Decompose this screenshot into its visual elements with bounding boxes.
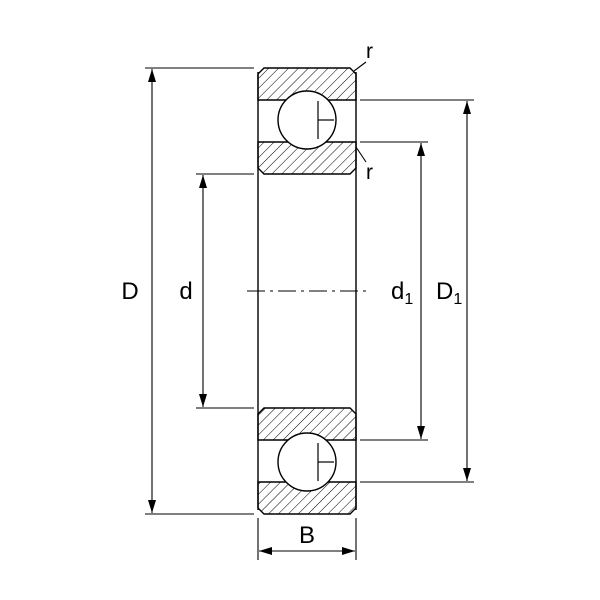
dimension-d1: d1 [360,141,428,441]
dimension-label-B: B [299,522,315,549]
dimension-label-d: d [179,278,192,305]
chamfer-label-r-outer: r [366,40,373,63]
ball-top [277,90,337,150]
inner-ring-top-section [257,141,357,175]
cage-top [317,101,334,139]
chamfer-labels: r r [353,40,373,184]
dimension-D: D [121,67,254,515]
dimension-D1: D1 [360,99,474,483]
inner-ring-bottom-section [257,407,357,441]
dimension-B: B [257,518,357,560]
outer-ring-bottom-section [257,481,357,515]
dimension-label-D: D [121,278,138,305]
bearing-cross-section [247,67,369,515]
cage-bottom [317,443,334,481]
outer-ring-top-section [257,67,357,101]
ball-bottom [277,432,337,492]
chamfer-label-r-inner: r [366,161,373,184]
dimension-d: d [179,173,254,409]
dimension-label-d1: d1 [391,278,413,308]
dimension-label-D1: D1 [436,278,462,308]
